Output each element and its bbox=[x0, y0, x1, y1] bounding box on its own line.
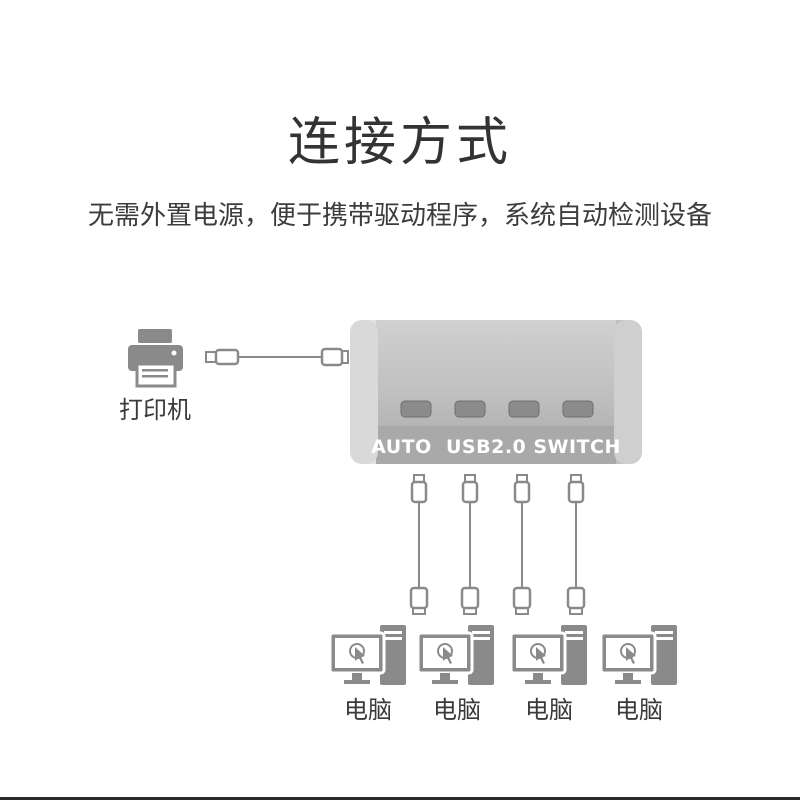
computer-label-4: 电脑 bbox=[615, 696, 663, 724]
computer-label-1: 电脑 bbox=[344, 696, 392, 724]
computer-icon bbox=[328, 625, 406, 685]
hub-buttons bbox=[400, 400, 594, 418]
computer-icon bbox=[509, 625, 587, 685]
printer-icon bbox=[128, 329, 183, 388]
usb-cable-2 bbox=[460, 474, 480, 615]
hub-button-3 bbox=[508, 400, 540, 418]
hub-label: AUTO USB2.0 SWITCH bbox=[371, 436, 621, 458]
page-title: 连接方式 bbox=[287, 113, 512, 173]
hub-button-2 bbox=[454, 400, 486, 418]
computer-icon bbox=[599, 625, 677, 685]
usb-cable-4 bbox=[566, 474, 586, 615]
computer-label-2: 电脑 bbox=[433, 696, 481, 724]
usb-switch-hub bbox=[350, 320, 642, 464]
computer-label-3: 电脑 bbox=[525, 696, 573, 724]
bottom-divider bbox=[0, 797, 800, 800]
printer-label: 打印机 bbox=[119, 396, 191, 424]
printer-usb-cable bbox=[205, 347, 349, 367]
computer-icon bbox=[416, 625, 494, 685]
hub-button-1 bbox=[400, 400, 432, 418]
usb-cable-3 bbox=[512, 474, 532, 615]
page-subtitle: 无需外置电源，便于携带驱动程序，系统自动检测设备 bbox=[87, 201, 712, 231]
hub-button-4 bbox=[562, 400, 594, 418]
usb-cable-1 bbox=[409, 474, 429, 615]
computer-usb-cables bbox=[409, 474, 586, 615]
